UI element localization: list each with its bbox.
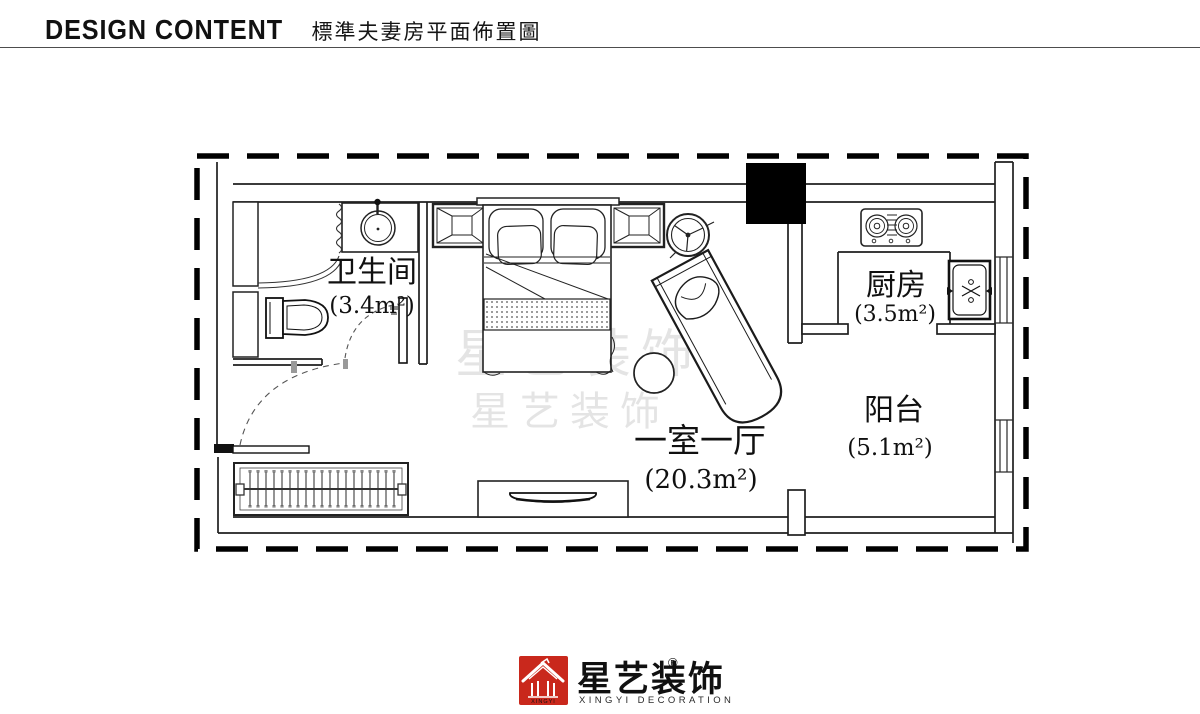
window-right xyxy=(995,256,1013,473)
bathroom-door xyxy=(291,297,408,373)
toilet-icon xyxy=(265,297,329,339)
washbasin-icon xyxy=(341,198,419,253)
living-area-label: (20.3m²) xyxy=(644,465,757,495)
balcony-door-jamb xyxy=(787,489,806,536)
entry-door xyxy=(214,362,345,454)
kitchen-stove-icon xyxy=(860,208,923,247)
balcony-label: 阳台 xyxy=(864,393,924,428)
page-subtitle: 標準夫妻房平面佈置圖 xyxy=(311,20,542,44)
bathroom-label: 卫生间 xyxy=(327,255,417,290)
logo-house-icon xyxy=(521,657,565,698)
radiator-icon xyxy=(233,462,409,516)
round-fan-icon xyxy=(666,213,715,259)
kitchen-sink-icon xyxy=(947,259,992,321)
page-header: DESIGN CONTENT 標準夫妻房平面佈置圖 xyxy=(45,14,541,46)
brand-name: 星艺装饰 xyxy=(577,660,725,699)
bathroom-cabinets xyxy=(232,201,259,358)
stool-icon xyxy=(633,352,675,394)
bathroom-area-label: (3.4m²) xyxy=(329,293,415,319)
living-label: 一室一厅 xyxy=(634,421,766,460)
brand-subtitle: XINGYI DECORATION xyxy=(579,695,734,706)
page-title: DESIGN CONTENT xyxy=(45,14,284,45)
header-divider xyxy=(0,47,1200,48)
outer-boundary xyxy=(194,153,1029,552)
nightstand-left-icon xyxy=(431,202,489,249)
chaise-lounge-icon xyxy=(650,248,783,424)
kitchen-label: 厨房 xyxy=(866,268,926,303)
kitchen-area-label: (3.5m²) xyxy=(854,302,936,327)
nightstand-right-icon xyxy=(608,202,666,249)
black-column xyxy=(746,163,806,224)
balcony-area-label: (5.1m²) xyxy=(847,435,933,461)
brand-registered-icon: ® xyxy=(668,655,678,670)
bed-icon xyxy=(476,197,620,376)
footer-logo: XINGYI 星艺装饰 ® XINGYI DECORATION xyxy=(519,655,734,706)
shower-curtain-icon xyxy=(257,203,343,289)
logo-text: XINGYI xyxy=(531,699,556,705)
tv-cabinet-icon xyxy=(477,480,629,518)
svg-text:星艺装饰: 星艺装饰 xyxy=(470,389,670,435)
